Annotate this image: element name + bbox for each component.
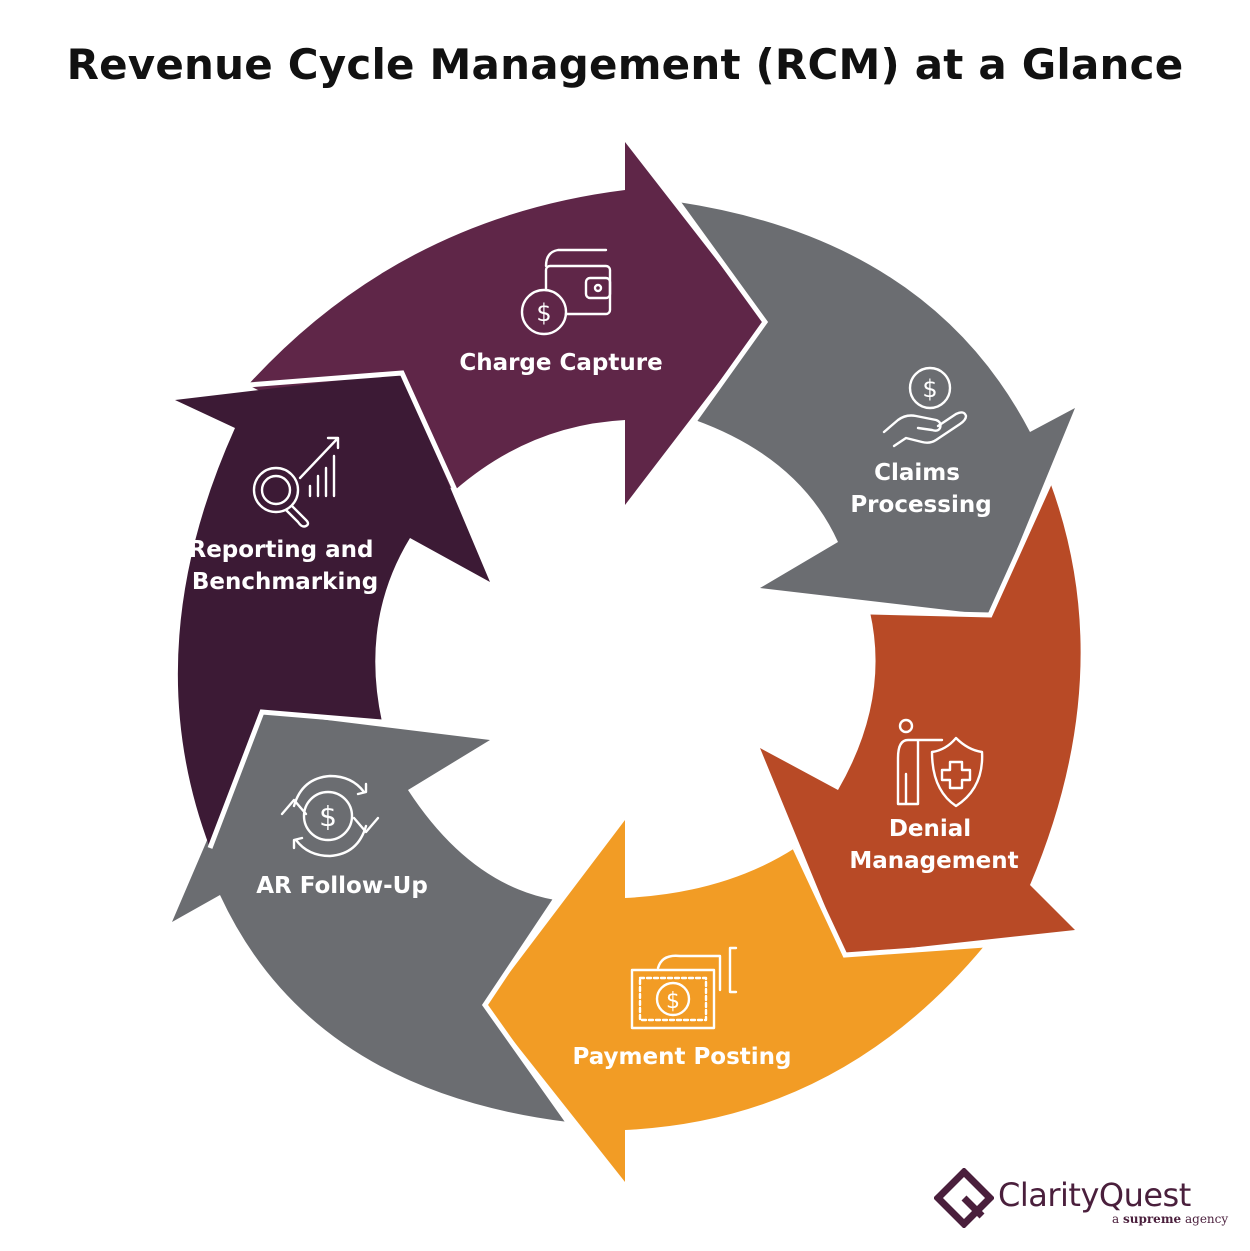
- magnifier-chart-icon: [252, 436, 340, 528]
- person-shield-icon: [896, 718, 984, 808]
- step-label-claims-processing: Claims Processing: [850, 460, 991, 518]
- clarityquest-logo-mark: [934, 1168, 994, 1228]
- step-label-charge-capture: Charge Capture: [459, 350, 662, 376]
- page-title: Revenue Cycle Management (RCM) at a Glan…: [66, 40, 1184, 89]
- step-label-payment-posting: Payment Posting: [572, 1044, 791, 1070]
- svg-text:$: $: [922, 375, 937, 403]
- step-label-denial-management: Denial Management: [849, 816, 1018, 874]
- cycle-arrows: [172, 142, 1081, 1182]
- step-label-ar-follow-up: AR Follow-Up: [256, 873, 428, 899]
- cycle-dollar-icon: $: [280, 774, 380, 858]
- arrow-denial-management: [760, 482, 1081, 955]
- svg-text:$: $: [536, 299, 551, 327]
- arrow-claims-processing: [678, 202, 1075, 615]
- step-label-reporting-benchmarking: Reporting and Benchmarking: [188, 537, 381, 595]
- logo-tagline: a supreme agency: [1112, 1212, 1229, 1226]
- hand-cash-icon: $: [630, 946, 738, 1030]
- segment-separators: [207, 200, 1053, 1124]
- wallet-dollar-icon: $: [520, 248, 612, 336]
- svg-text:$: $: [319, 800, 337, 833]
- claritylogo: ClarityQuest a supreme agency: [934, 1168, 1234, 1228]
- arrow-payment-posting: [485, 820, 985, 1182]
- svg-text:$: $: [666, 989, 680, 1014]
- arrow-ar-follow-up: [172, 712, 568, 1122]
- hand-coin-icon: $: [882, 366, 968, 448]
- logo-name: ClarityQuest: [998, 1176, 1191, 1214]
